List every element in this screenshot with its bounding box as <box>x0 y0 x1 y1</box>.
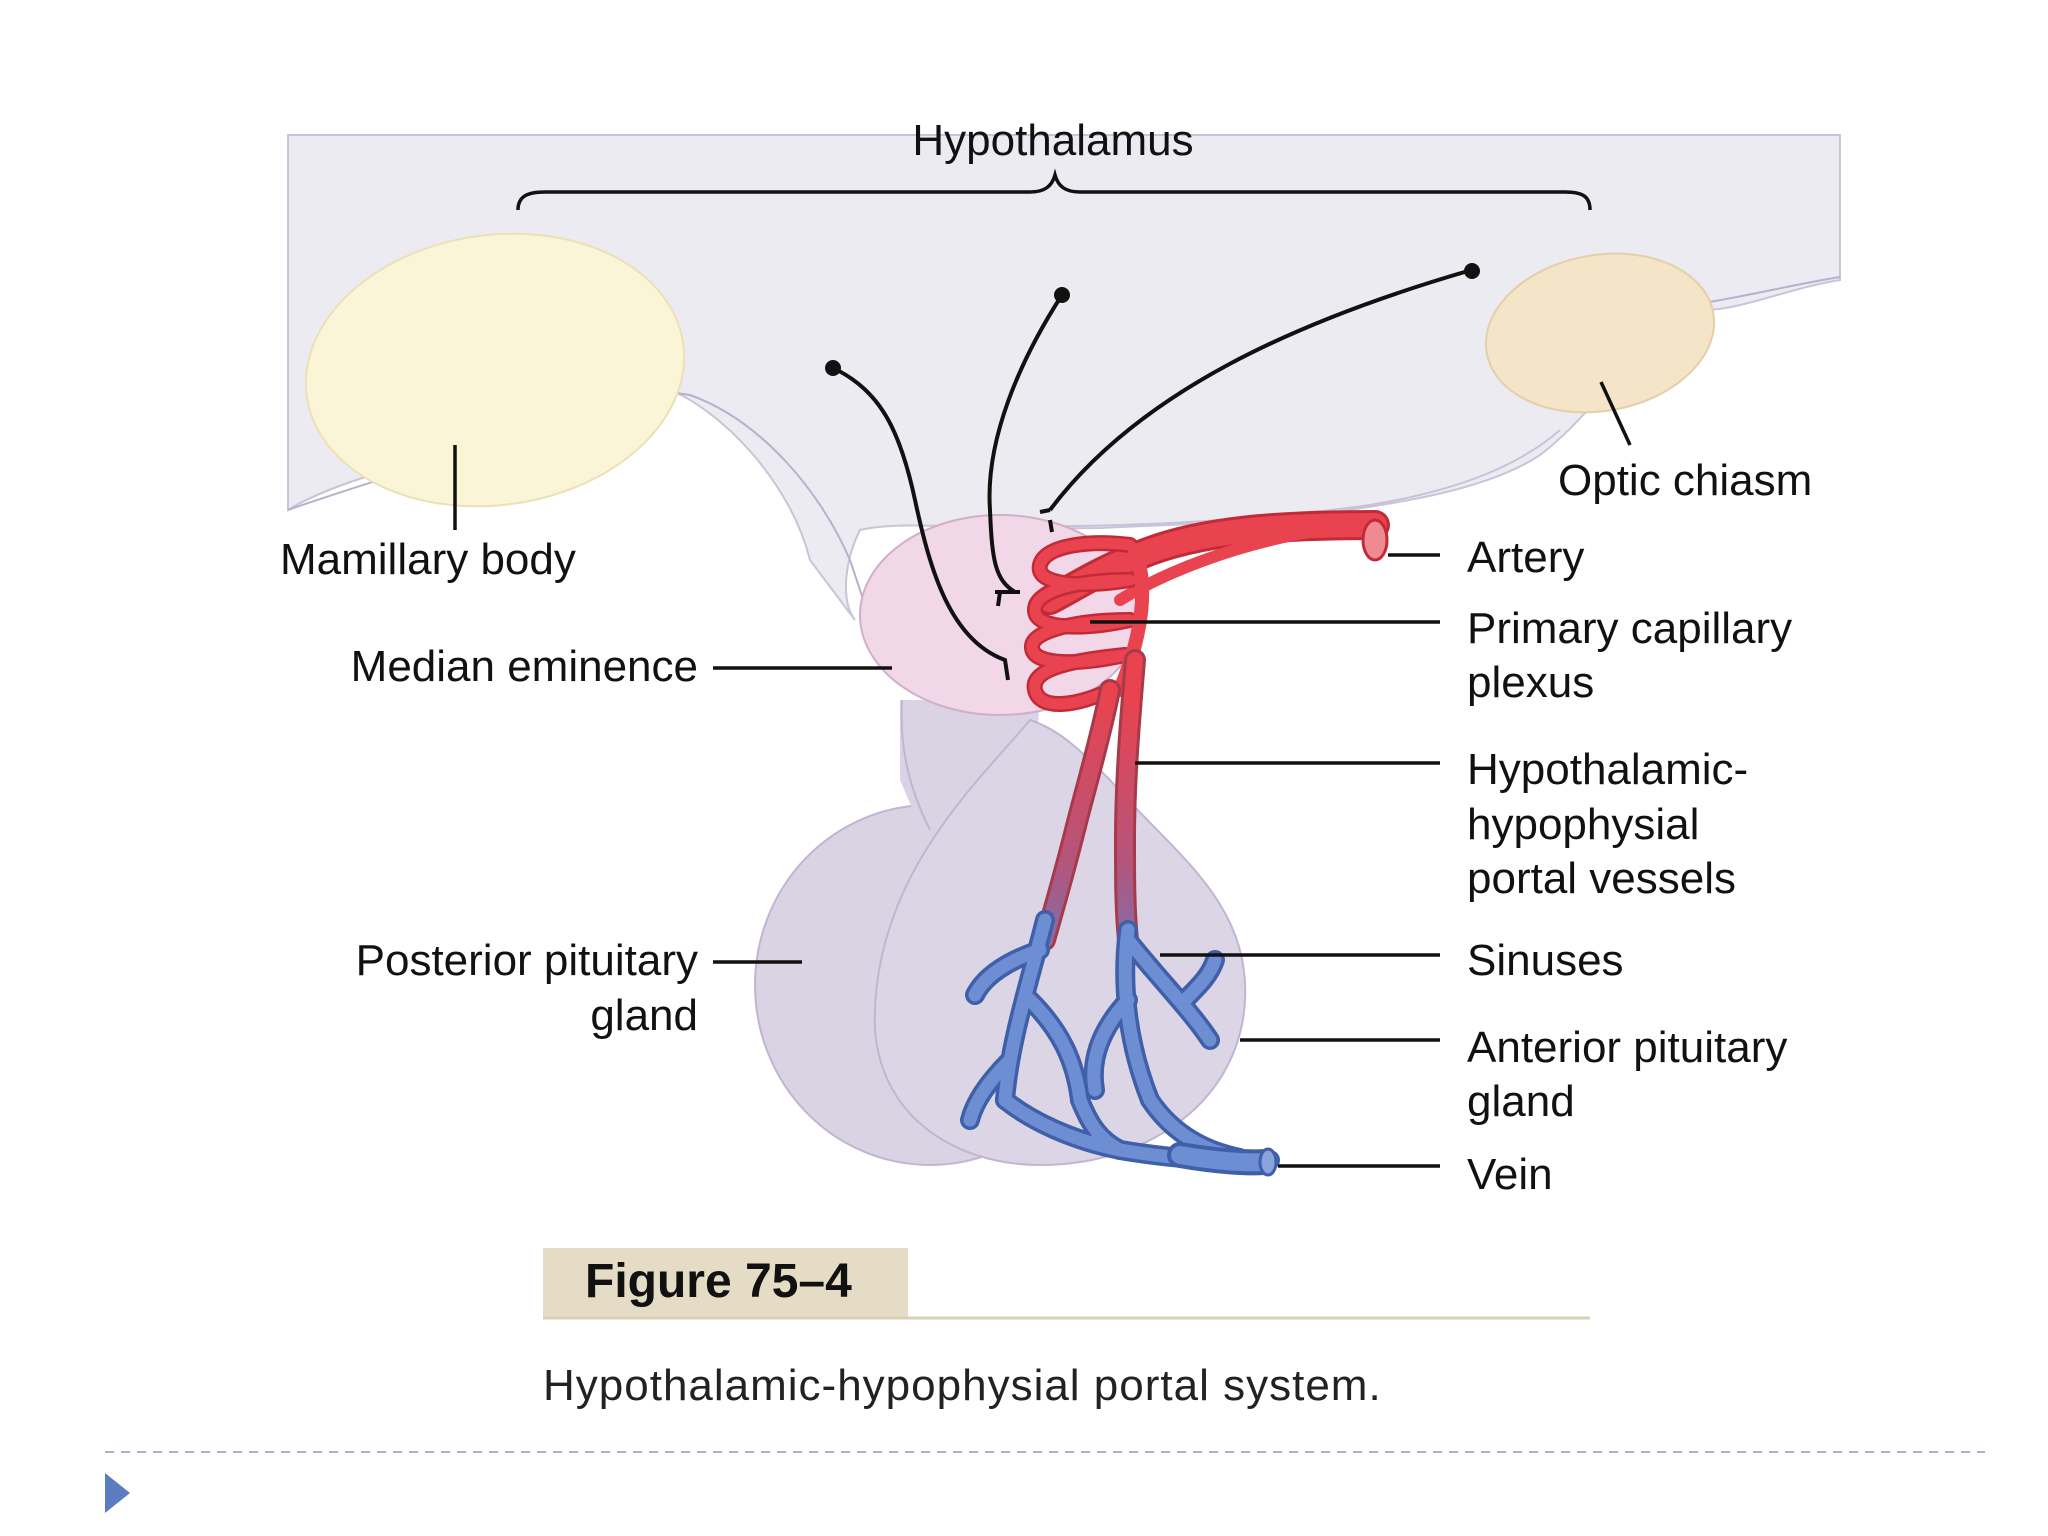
fiber-terminal-dot <box>1054 287 1070 303</box>
artery-label: Artery <box>1467 533 1584 582</box>
portal-vessels-label-line2: hypophysial <box>1467 800 1699 849</box>
hypothalamus-bracket <box>516 168 1592 211</box>
posterior-pituitary-label-line1: Posterior pituitary <box>356 936 698 985</box>
vein-label: Vein <box>1467 1150 1553 1199</box>
figure-number: Figure 75–4 <box>585 1255 852 1308</box>
anterior-pituitary-label-line2: gland <box>1467 1077 1575 1126</box>
figure-caption: Hypothalamic-hypophysial portal system. <box>543 1361 1382 1410</box>
optic-chiasm-label: Optic chiasm <box>1558 456 1812 505</box>
fiber-terminal-dot <box>1464 263 1480 279</box>
primary-plexus-label-line2: plexus <box>1467 658 1594 707</box>
posterior-pituitary-label-line2: gland <box>590 991 698 1040</box>
primary-plexus-label-line1: Primary capillary <box>1467 604 1792 653</box>
portal-vessels <box>1034 649 1146 951</box>
neurosecretory-fibers <box>832 269 1469 681</box>
mamillary-body <box>304 232 686 508</box>
anterior-pituitary-label-line1: Anterior pituitary <box>1467 1023 1787 1072</box>
median-eminence-label: Median eminence <box>351 642 698 691</box>
play-triangle-icon <box>105 1473 130 1513</box>
vein <box>1167 1142 1278 1177</box>
portal-vessels-label-line1: Hypothalamic- <box>1467 745 1748 794</box>
sinuses-label: Sinuses <box>1467 936 1624 985</box>
hypothalamus-label: Hypothalamus <box>912 116 1193 165</box>
portal-vessels-label-line3: portal vessels <box>1467 854 1736 903</box>
figure-number-tab: Figure 75–4 <box>543 1248 1590 1320</box>
mamillary-body-label: Mamillary body <box>280 535 576 584</box>
leader-lines <box>453 381 1632 1168</box>
primary-capillary-plexus <box>1024 535 1150 712</box>
fiber-terminal-dot <box>825 360 841 376</box>
